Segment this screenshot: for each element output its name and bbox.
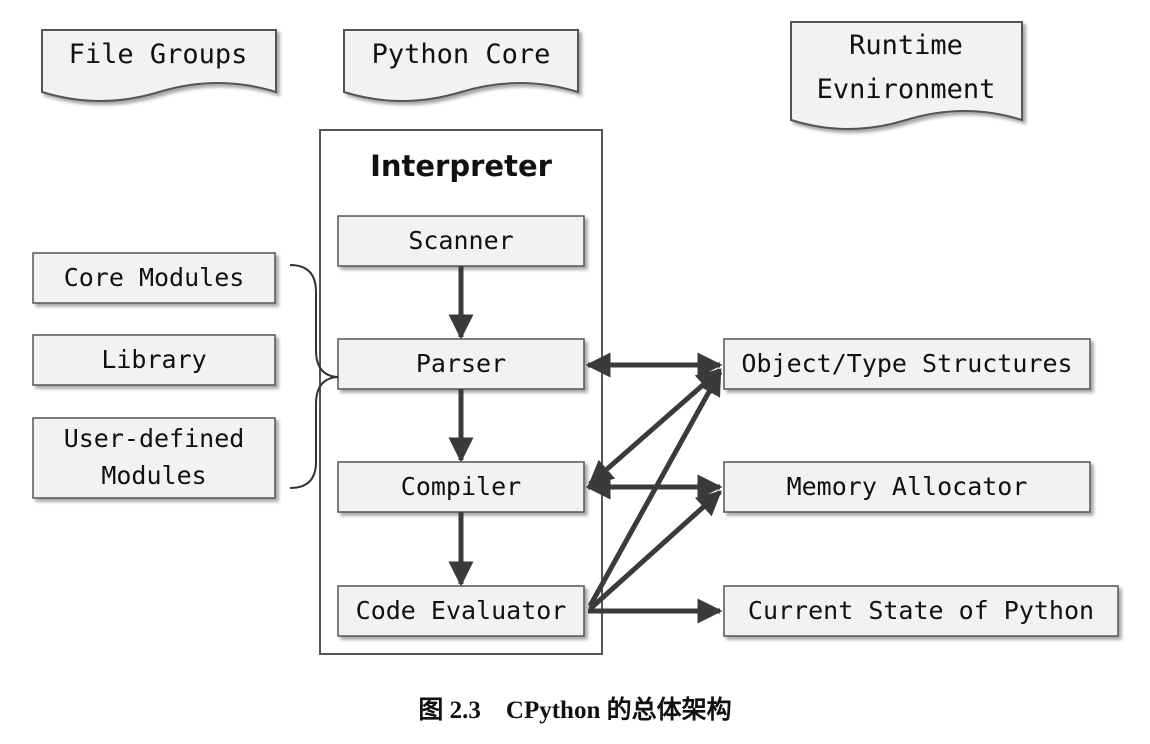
core-modules-label: Core Modules	[64, 263, 245, 292]
compiler-label: Compiler	[401, 472, 521, 501]
library-label: Library	[101, 345, 206, 374]
library-box: Library	[32, 334, 276, 386]
user-defined-modules-box: User-defined Modules	[32, 417, 276, 499]
python-core-header-label: Python Core	[372, 39, 551, 70]
file-groups-header: File Groups	[41, 29, 277, 102]
parser-label: Parser	[416, 349, 506, 378]
figure-caption-label: 图 2.3	[418, 697, 481, 724]
scanner-box: Scanner	[337, 215, 585, 267]
user-defined-label-line1: User-defined	[64, 424, 245, 453]
interpreter-title: Interpreter	[370, 149, 553, 183]
user-defined-label-line2: Modules	[101, 461, 206, 490]
figure-caption: 图 2.3 CPython 的总体架构	[0, 690, 1150, 726]
runtime-environment-header: Runtime Evnironment	[790, 21, 1023, 130]
object-type-structures-box: Object/Type Structures	[723, 338, 1091, 390]
memory-allocator-box: Memory Allocator	[723, 461, 1091, 513]
file-groups-brace	[289, 264, 339, 489]
file-groups-header-label: File Groups	[69, 39, 248, 70]
current-state-box: Current State of Python	[723, 585, 1119, 637]
parser-box: Parser	[337, 338, 585, 390]
compiler-box: Compiler	[337, 461, 585, 513]
runtime-header-line1: Runtime	[849, 30, 963, 61]
object-type-label: Object/Type Structures	[741, 349, 1072, 378]
current-state-label: Current State of Python	[748, 596, 1094, 625]
code-evaluator-label: Code Evaluator	[356, 596, 567, 625]
arrow-evaluator-memory	[588, 490, 722, 611]
scanner-label: Scanner	[408, 226, 513, 255]
arrow-evaluator-object-type	[587, 369, 723, 608]
cpython-architecture-diagram: File Groups Python Core Runtime Evnironm…	[32, 21, 1119, 655]
core-modules-box: Core Modules	[32, 252, 276, 304]
code-evaluator-box: Code Evaluator	[337, 585, 585, 637]
python-core-header: Python Core	[343, 29, 579, 102]
runtime-header-line2: Evnironment	[817, 74, 996, 105]
figure-caption-text: CPython 的总体架构	[505, 697, 732, 724]
memory-allocator-label: Memory Allocator	[787, 472, 1028, 501]
arrow-compiler-object-type	[588, 368, 722, 486]
